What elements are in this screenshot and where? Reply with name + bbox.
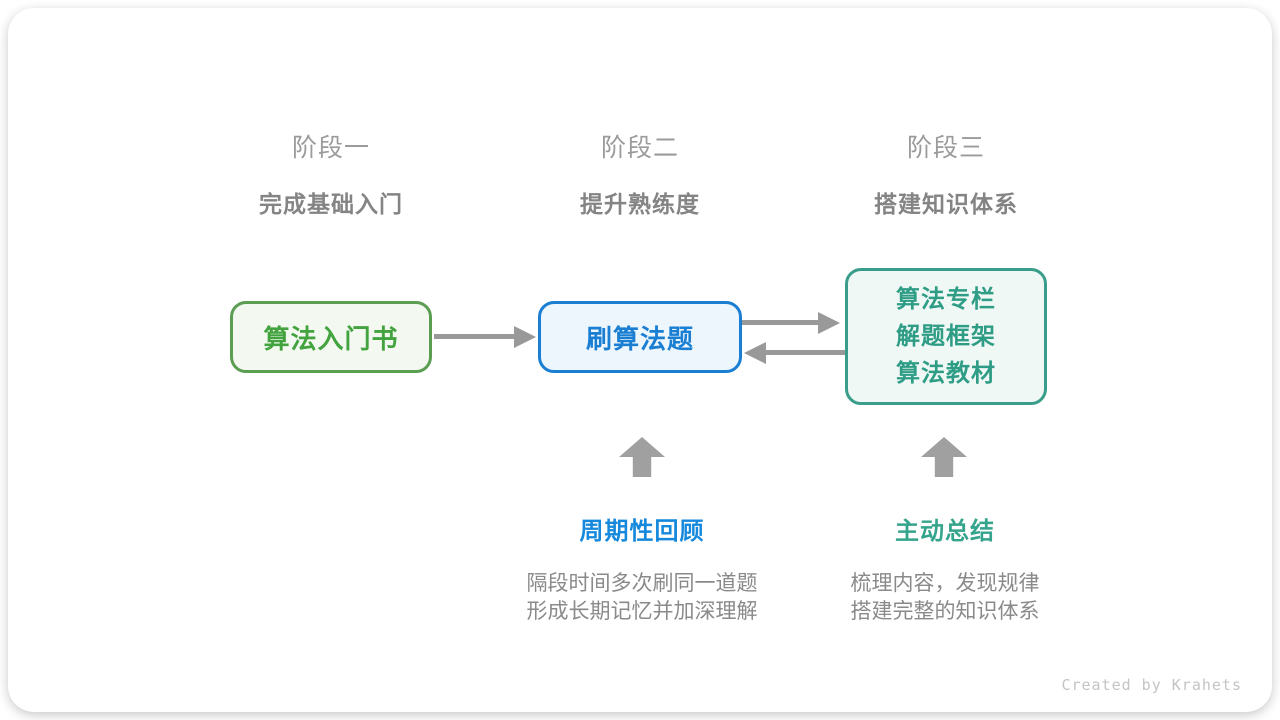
arrow-left-icon <box>744 342 766 364</box>
annotation-active-summary-line-2: 搭建完整的知识体系 <box>850 600 1040 623</box>
arrow-2-line <box>742 320 822 325</box>
stage-3-header: 阶段三 搭建知识体系 <box>796 128 1096 219</box>
node-practice-problems: 刷算法题 <box>538 301 742 373</box>
up-arrow-icon <box>619 437 665 477</box>
stage-2-header: 阶段二 提升熟练度 <box>490 128 790 219</box>
stage-2-subtitle: 提升熟练度 <box>580 191 700 217</box>
arrow-right-icon <box>818 312 840 334</box>
node-intro-book: 算法入门书 <box>230 301 432 373</box>
node-resource-line-1: 算法专栏 <box>896 286 996 313</box>
annotation-active-summary: 主动总结 梳理内容，发现规律 搭建完整的知识体系 <box>785 511 1105 626</box>
node-practice-problems-label: 刷算法题 <box>585 323 694 354</box>
annotation-periodic-review-title: 周期性回顾 <box>579 518 705 545</box>
credit-text: Created by Krahets <box>1061 676 1242 694</box>
annotation-active-summary-title: 主动总结 <box>895 518 995 545</box>
stage-1-header: 阶段一 完成基础入门 <box>181 128 481 219</box>
stage-2-label: 阶段二 <box>600 134 679 162</box>
stage-3-subtitle: 搭建知识体系 <box>874 191 1018 217</box>
node-resource-line-3: 算法教材 <box>896 360 996 387</box>
stage-1-label: 阶段一 <box>291 134 370 162</box>
annotation-periodic-review-line-1: 隔段时间多次刷同一道题 <box>526 572 758 595</box>
stage-1-subtitle: 完成基础入门 <box>259 191 403 217</box>
arrow-right-icon <box>514 326 536 348</box>
node-knowledge-resources: 算法专栏 解题框架 算法教材 <box>845 268 1047 405</box>
arrow-1-line <box>434 334 518 339</box>
stage-3-label: 阶段三 <box>906 134 985 162</box>
up-arrow-icon <box>921 437 967 477</box>
node-resource-line-2: 解题框架 <box>896 323 996 350</box>
diagram-card: 阶段一 完成基础入门 阶段二 提升熟练度 阶段三 搭建知识体系 算法入门书 刷算… <box>8 8 1272 712</box>
annotation-periodic-review: 周期性回顾 隔段时间多次刷同一道题 形成长期记忆并加深理解 <box>482 511 802 626</box>
node-intro-book-label: 算法入门书 <box>263 323 399 354</box>
arrow-3-line <box>764 350 845 355</box>
annotation-periodic-review-line-2: 形成长期记忆并加深理解 <box>526 600 758 623</box>
annotation-active-summary-line-1: 梳理内容，发现规律 <box>850 572 1040 595</box>
